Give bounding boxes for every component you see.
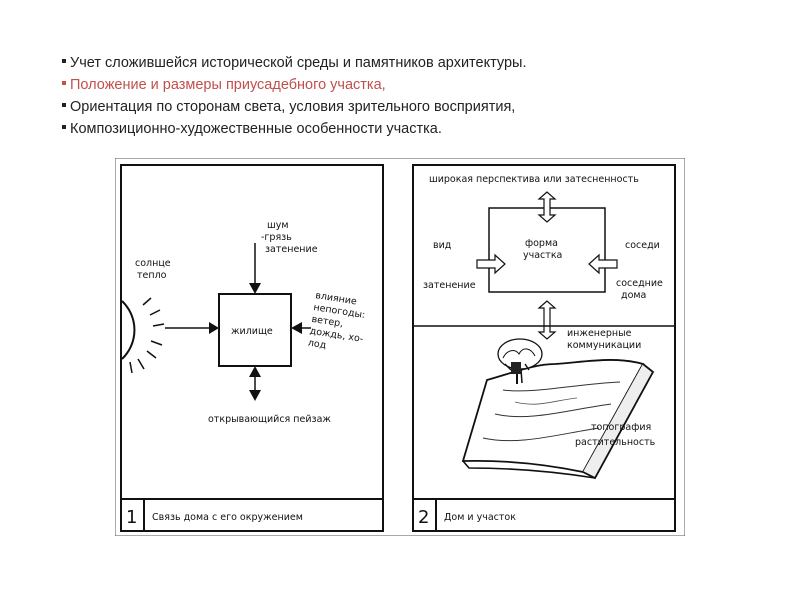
dwelling-box — [218, 293, 292, 367]
arrow-bottom-double — [537, 300, 557, 340]
bullet-marker — [62, 103, 66, 108]
panel-1-frame — [120, 164, 384, 532]
arrow-left-inward — [476, 253, 506, 275]
utilities-label-1: инженерные — [567, 328, 632, 339]
shading-label: затенение — [423, 280, 476, 291]
bullet-text: Композиционно-художественные особенности… — [70, 121, 442, 137]
arrow-from-left — [165, 322, 219, 334]
plot-form-label-2: участка — [523, 250, 562, 261]
bullet-text: Учет сложившейся исторической среды и па… — [70, 55, 527, 71]
diagram-svg: солнце тепло жилище шум -грязь затенение… — [115, 158, 685, 536]
bullet-list: Учет сложившейся исторической среды и па… — [62, 52, 527, 140]
panel-1-number: 1 — [126, 507, 137, 528]
arrow-right-inward — [588, 253, 618, 275]
panel-2-number: 2 — [418, 507, 429, 528]
panel-2-caption: Дом и участок — [444, 512, 516, 523]
right-label-5: лод — [307, 338, 327, 352]
bullet-item: Композиционно-художественные особенности… — [62, 118, 527, 140]
bullet-item-highlighted: Положение и размеры приусадебного участк… — [62, 74, 527, 96]
arrow-top-double — [537, 191, 557, 223]
neighbors-label: соседи — [625, 240, 660, 251]
sun-label-2: тепло — [137, 270, 167, 281]
panel-1: солнце тепло жилище шум -грязь затенение… — [120, 164, 384, 532]
tree-icon — [497, 338, 543, 384]
bullet-marker — [62, 81, 66, 86]
neighbor-houses-label-1: соседние — [616, 278, 663, 289]
bullet-marker — [62, 125, 66, 130]
panel-number-box — [120, 498, 145, 532]
terrain-label-2: растительность — [575, 437, 656, 448]
bullet-text: Ориентация по сторонам света, условия зр… — [70, 99, 516, 115]
panel-1-caption: Связь дома с его окружением — [152, 512, 303, 523]
arrow-from-top — [249, 243, 261, 294]
top-label-2: -грязь — [261, 232, 292, 243]
panel-2-frame — [412, 164, 676, 532]
panel-2: широкая перспектива или затесненность фо… — [412, 164, 676, 532]
dwelling-label: жилище — [231, 326, 273, 337]
top-label-3: затенение — [265, 244, 318, 255]
sun-icon — [121, 297, 165, 374]
bottom-label: открывающийся пейзаж — [208, 414, 331, 425]
terrain-label-1: топография — [591, 422, 651, 433]
top-label-1: шум — [267, 220, 288, 231]
arrow-from-right — [291, 322, 311, 334]
arrow-bottom-double — [249, 366, 261, 401]
bullet-marker — [62, 59, 66, 64]
plot-form-label-1: форма — [525, 238, 558, 249]
bullet-text: Положение и размеры приусадебного участк… — [70, 77, 386, 93]
sun-label-1: солнце — [135, 258, 171, 269]
diagram-figure: солнце тепло жилище шум -грязь затенение… — [115, 158, 685, 536]
panel-number-box — [412, 498, 437, 532]
terrain-slab-illustration — [461, 359, 655, 480]
right-label-3: ветер, — [311, 314, 344, 330]
view-label: вид — [433, 240, 452, 251]
perspective-label: широкая перспектива или затесненность — [429, 174, 639, 185]
utilities-label-2: коммуникации — [567, 340, 641, 351]
bullet-item: Ориентация по сторонам света, условия зр… — [62, 96, 527, 118]
neighbor-houses-label-2: дома — [621, 290, 646, 301]
bullet-item: Учет сложившейся исторической среды и па… — [62, 52, 527, 74]
